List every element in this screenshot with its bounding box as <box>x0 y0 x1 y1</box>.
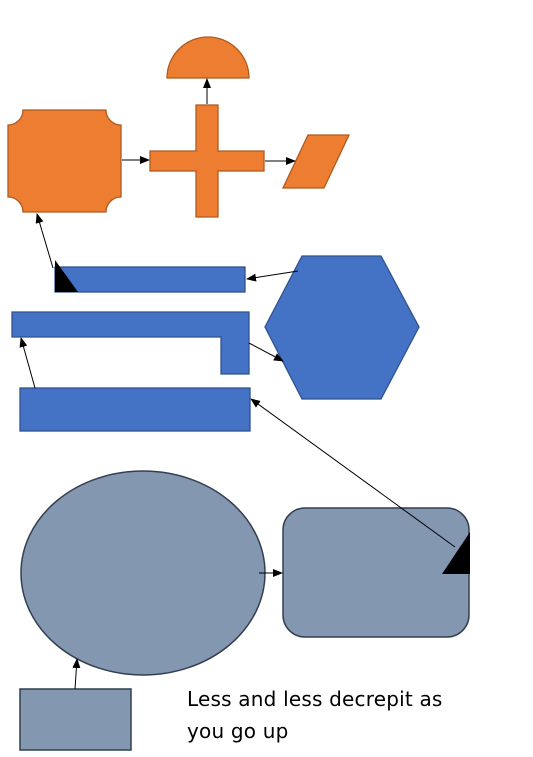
connector-hexagon-to-bar <box>246 270 299 282</box>
connector-small-rect-to-ellipse <box>72 658 81 690</box>
half-circle-shape[interactable] <box>166 36 250 79</box>
wide-bar-shape[interactable] <box>19 387 251 432</box>
rounded-rectangle-shape[interactable] <box>282 507 470 638</box>
connector-l-shape-to-hexagon <box>248 342 284 362</box>
connectors <box>19 78 456 690</box>
hexagon-shape[interactable] <box>264 255 420 400</box>
ellipse-shape[interactable] <box>20 470 266 676</box>
small-rectangle-shape[interactable] <box>19 688 132 751</box>
connector-wide-bar-to-l-shape <box>19 337 36 389</box>
parallelogram-shape[interactable] <box>281 134 351 189</box>
bar-with-corner-shape[interactable] <box>54 266 246 293</box>
caption-line-1: Less and less decrepit as <box>187 687 443 711</box>
caption-line-2: you go up <box>187 719 289 743</box>
rounded-rectangle-corner-triangle <box>442 532 470 574</box>
l-shape[interactable] <box>11 311 250 375</box>
connector-rounded-rect-to-wide-bar <box>250 398 456 548</box>
bar-corner-triangle <box>55 260 78 292</box>
caption-text: Less and less decrepit as you go up <box>187 683 487 747</box>
connector-bar-to-plaque <box>35 213 54 269</box>
plaque-shape[interactable] <box>7 109 122 213</box>
cross-shape[interactable] <box>149 104 265 218</box>
